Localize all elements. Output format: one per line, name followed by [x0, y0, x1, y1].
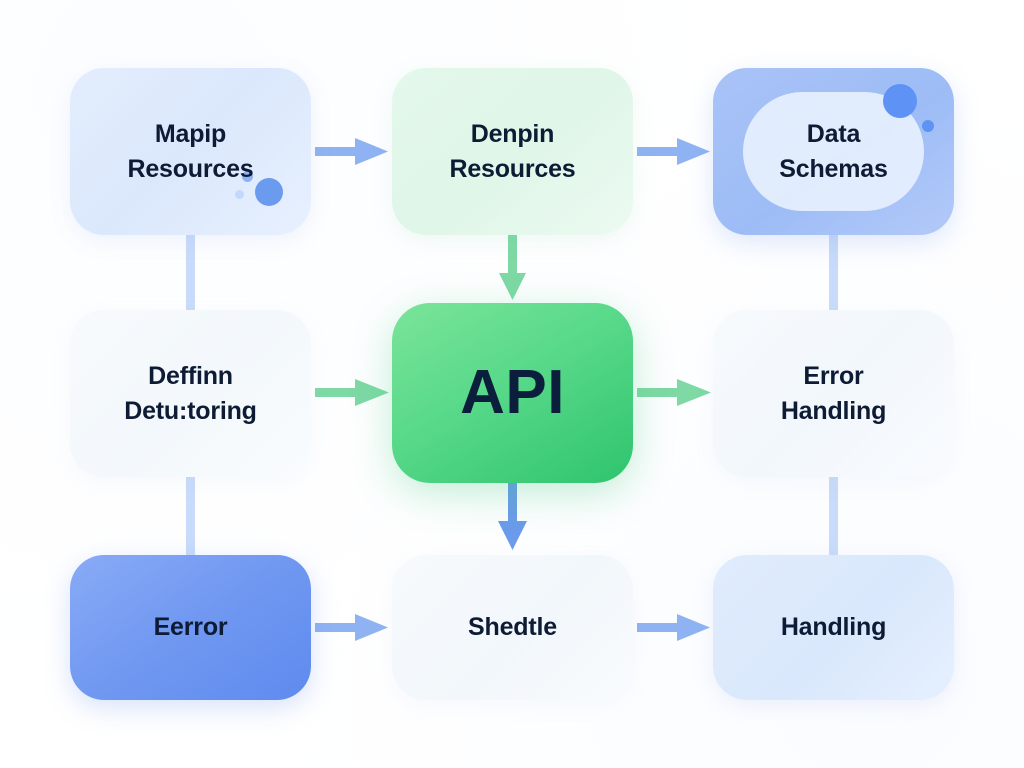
schemas-bubble-small [922, 120, 934, 132]
connector-eerror-to-shed [315, 614, 388, 641]
connector-define-to-schemas [637, 138, 710, 165]
node-api[interactable]: API [392, 303, 633, 483]
node-denpin-resources[interactable]: Denpin Resources [392, 68, 633, 235]
connector-errh-to-hand [829, 477, 838, 555]
connector-map-to-define [315, 138, 388, 165]
node-mapip-resources[interactable]: Mapip Resources [70, 68, 311, 235]
connector-schemas-to-errh [829, 235, 838, 310]
node-data-schemas[interactable]: Data Schemas [713, 68, 954, 235]
node-label: Deffinn Detu:toring [124, 362, 257, 425]
node-label: Data Schemas [779, 120, 888, 183]
node-label: Mapip Resources [127, 120, 254, 183]
node-label: Error Handling [780, 362, 887, 425]
map-bubble-small [242, 171, 253, 182]
schemas-bubble-large [883, 84, 917, 118]
node-deffinn-detutoring[interactable]: Deffinn Detu:toring [70, 310, 311, 477]
connector-defmon-to-eerror [186, 477, 195, 555]
node-handling[interactable]: Handling [713, 555, 954, 700]
node-label: Handling [780, 613, 887, 642]
node-shedtle[interactable]: Shedtle [392, 555, 633, 700]
connector-api-to-shed [498, 483, 527, 550]
node-label: Shedtle [468, 613, 557, 642]
connector-map-to-defmon [186, 235, 195, 310]
map-bubble-tiny [235, 190, 244, 199]
connector-shed-to-hand [637, 614, 710, 641]
node-error-handling[interactable]: Error Handling [713, 310, 954, 477]
node-label: API [460, 358, 565, 428]
node-label: Eerror [153, 613, 228, 642]
connector-define-to-api [499, 235, 526, 300]
connector-api-to-errh [637, 379, 711, 406]
node-label: Denpin Resources [449, 120, 576, 183]
node-eerror[interactable]: Eerror [70, 555, 311, 700]
connector-defmon-to-api [315, 379, 389, 406]
map-bubble-large [255, 178, 283, 206]
